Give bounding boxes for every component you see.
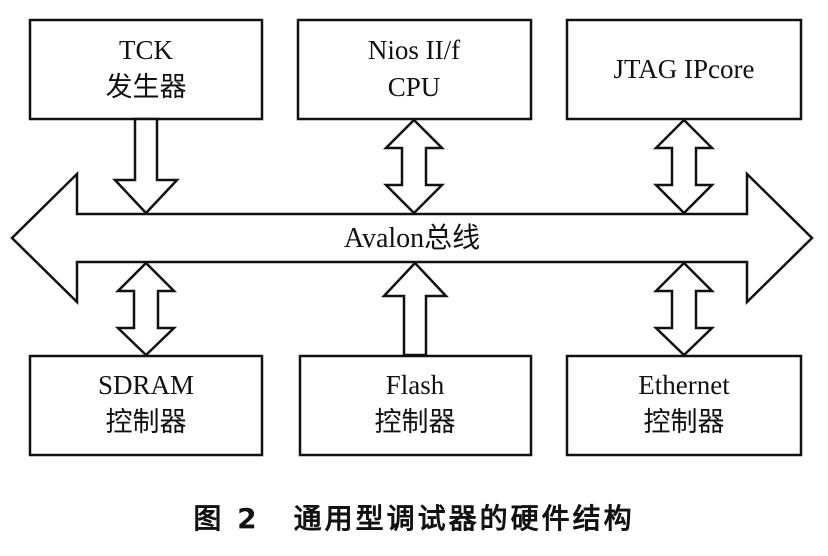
figure-caption: 图 2 通用型调试器的硬件结构 [0,497,828,537]
nios-cpu-block: Nios II/f CPU [296,18,533,121]
sdram-bus-bidirectional-arrow [114,261,178,357]
hardware-structure-diagram: Avalon总线 TCK 发生器 Nios II/f CPU JTAG IPco… [10,18,814,457]
jtag-ipcore-block: JTAG IPcore [565,18,803,121]
flash-to-bus-arrow [381,261,449,357]
figure-title: 通用型调试器的硬件结构 [293,502,635,535]
tck-to-bus-arrow [112,117,180,215]
sdram-block-label-line2: 控制器 [106,407,187,437]
cpu-block-label-line2: CPU [388,72,441,102]
avalon-bus-arrow [10,171,814,305]
tck-block-label-line1: TCK [119,35,174,65]
flash-controller-block: Flash 控制器 [298,354,533,457]
jtag-block-label: JTAG IPcore [613,54,754,84]
flash-block-label-line1: Flash [386,370,445,400]
tck-block-label-line2: 发生器 [106,72,187,102]
jtag-bus-bidirectional-arrow [652,118,716,215]
bus-label: Avalon总线 [344,222,480,254]
cpu-block-label-line1: Nios II/f [368,35,460,65]
cpu-bus-bidirectional-arrow [382,118,446,215]
ethernet-block-label-line1: Ethernet [638,370,730,400]
flash-block-label-line2: 控制器 [375,407,456,437]
ethernet-bus-bidirectional-arrow [652,261,716,357]
figure-number: 图 2 [193,502,260,535]
tck-generator-block: TCK 发生器 [28,18,264,121]
ethernet-controller-block: Ethernet 控制器 [565,354,803,457]
sdram-controller-block: SDRAM 控制器 [28,354,264,457]
sdram-block-label-line1: SDRAM [98,370,194,400]
ethernet-block-label-line2: 控制器 [644,407,725,437]
